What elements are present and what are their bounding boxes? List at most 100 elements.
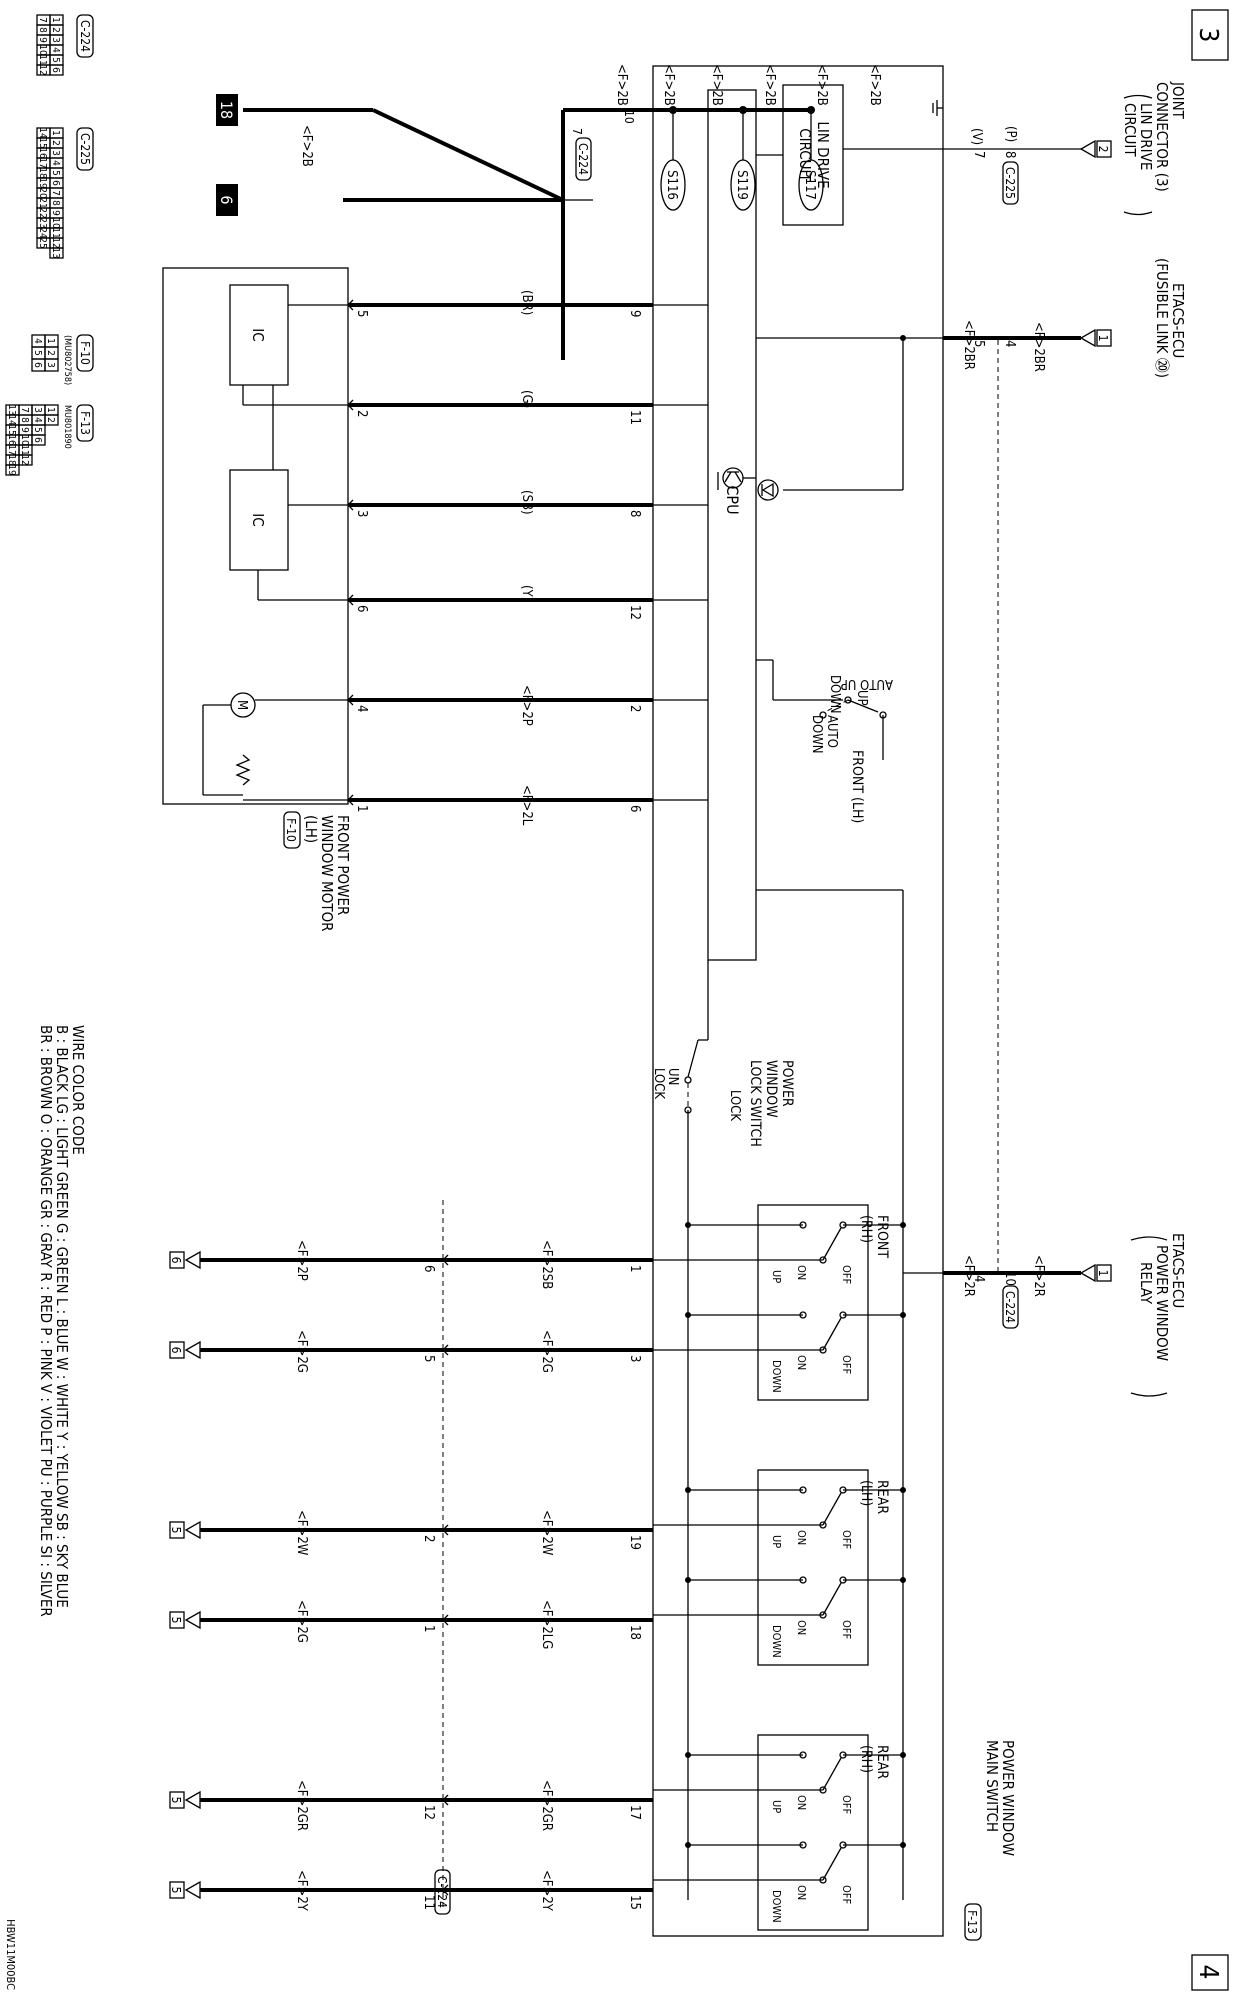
svg-text:5: 5 [971,340,986,347]
svg-text:16: 16 [37,147,48,159]
svg-text:<F>2B: <F>2B [762,64,777,106]
svg-text:1: 1 [627,1265,642,1272]
svg-text:1: 1 [50,130,61,136]
svg-text:9: 9 [37,37,48,43]
page-marker-left: 3 [1191,9,1229,61]
svg-text:3: 3 [50,37,61,43]
svg-text:(FUSIBLE LINK ⑳): (FUSIBLE LINK ⑳) [1153,258,1171,378]
svg-text:19: 19 [37,177,48,189]
svg-text:3: 3 [50,150,61,156]
svg-text:DOWN: DOWN [770,1360,783,1393]
svg-text:13: 13 [50,247,61,258]
svg-text:ON: ON [795,1795,808,1810]
svg-text:7: 7 [37,17,48,23]
svg-text:<F>2G: <F>2G [539,1330,554,1373]
svg-text:10: 10 [622,110,636,124]
svg-text:JOINT: JOINT [1169,81,1187,120]
svg-text:5: 5 [32,427,43,433]
svg-text:8: 8 [19,417,30,423]
thermistor-icon [235,754,251,786]
svg-text:3: 3 [627,1355,642,1362]
svg-text:1: 1 [1096,335,1110,342]
svg-text:<F>2W: <F>2W [294,1510,309,1556]
svg-text:4: 4 [971,1275,986,1282]
svg-text:12: 12 [19,454,30,465]
svg-text:6: 6 [50,180,61,186]
svg-text:18: 18 [6,454,17,466]
motor-wire-top-pin: 12 [627,605,642,620]
svg-text:S117: S117 [802,170,817,200]
diagram-code: HBW11M00BC [4,1919,17,1990]
svg-text:4: 4 [1193,1965,1223,1980]
svg-text:<F>2G: <F>2G [294,1330,309,1373]
front-lh-auto-switch: AUTO UP UP DOWN AUTO DOWN FRONT (LH) [756,659,893,823]
switch-ground-icon [932,100,943,116]
svg-text:C-225: C-225 [1003,167,1017,199]
output-connector-label: C-224 [435,1876,449,1908]
svg-text:<F>2GR: <F>2GR [294,1780,309,1831]
svg-text:11: 11 [19,444,30,455]
svg-text:FRONT: FRONT [874,1215,890,1258]
main-switch-title: POWER WINDOW [999,1740,1017,1856]
svg-text:<F>2B: <F>2B [614,64,629,106]
svg-text:(LH): (LH) [858,1480,874,1506]
svg-text:2: 2 [1096,146,1110,153]
switch-group-box [757,1734,869,1931]
svg-text:11: 11 [421,1895,436,1910]
svg-text:6: 6 [217,195,236,204]
svg-text:UP: UP [770,1800,783,1813]
svg-text:7: 7 [19,407,30,413]
svg-text:AUTO UP: AUTO UP [841,676,893,691]
svg-text:6: 6 [32,437,43,443]
svg-text:POWER WINDOW: POWER WINDOW [1153,1245,1171,1361]
ground-point-18-icon: 18 [216,94,373,126]
svg-text:15: 15 [37,137,48,148]
motor-wire-color: <F>2P [519,685,534,726]
svg-text:4: 4 [1002,340,1017,347]
svg-text:<F>2LG: <F>2LG [539,1600,554,1649]
output-wires: 1<F>2SB6<F>2P63<F>2G5<F>2G619<F>2W2<F>2W… [169,1240,653,1912]
svg-text:2: 2 [421,1535,436,1542]
svg-text:<F>2B: <F>2B [814,64,829,106]
svg-text:21: 21 [37,197,48,208]
svg-text:14: 14 [6,414,17,426]
svg-text:19: 19 [627,1535,642,1550]
svg-text:5: 5 [32,350,43,356]
svg-text:7: 7 [971,151,986,158]
power-window-main-switch-box [652,65,944,1937]
svg-text:<F>2R: <F>2R [1031,1255,1046,1297]
svg-text:ON: ON [795,1530,808,1545]
svg-text:16: 16 [6,434,17,446]
svg-text:(RH): (RH) [858,1215,874,1243]
svg-text:5: 5 [50,57,61,63]
svg-text:8: 8 [50,200,61,206]
svg-text:1: 1 [45,338,56,344]
svg-text:REAR: REAR [874,1745,890,1779]
svg-text:<F>2B: <F>2B [867,64,882,106]
svg-text:UN: UN [665,1068,680,1085]
svg-text:25: 25 [37,237,48,248]
svg-text:<F>2Y: <F>2Y [294,1870,309,1912]
svg-text:6: 6 [169,1347,183,1354]
svg-text:WINDOW: WINDOW [763,1060,779,1118]
svg-text:<F>2B: <F>2B [709,64,724,106]
svg-text:F-13: F-13 [78,411,92,435]
svg-text:5: 5 [169,1527,183,1534]
svg-text:6: 6 [32,362,43,368]
motor-wire-top-pin: 11 [627,410,642,425]
svg-text:3: 3 [45,362,56,368]
svg-text:OFF: OFF [840,1355,853,1374]
svg-text:CIRCUIT: CIRCUIT [1121,103,1139,157]
svg-text:24: 24 [37,227,48,239]
switch-group-box [757,1204,869,1401]
motor-wire-bot-pin: 1 [354,805,369,812]
svg-text:WINDOW MOTOR: WINDOW MOTOR [318,815,336,932]
svg-text:13: 13 [6,404,17,415]
svg-text:OFF: OFF [840,1795,853,1814]
svg-text:19: 19 [6,464,17,476]
svg-text:12: 12 [37,64,48,75]
svg-text:ON: ON [795,1885,808,1900]
svg-text:<F>2B: <F>2B [661,64,676,106]
